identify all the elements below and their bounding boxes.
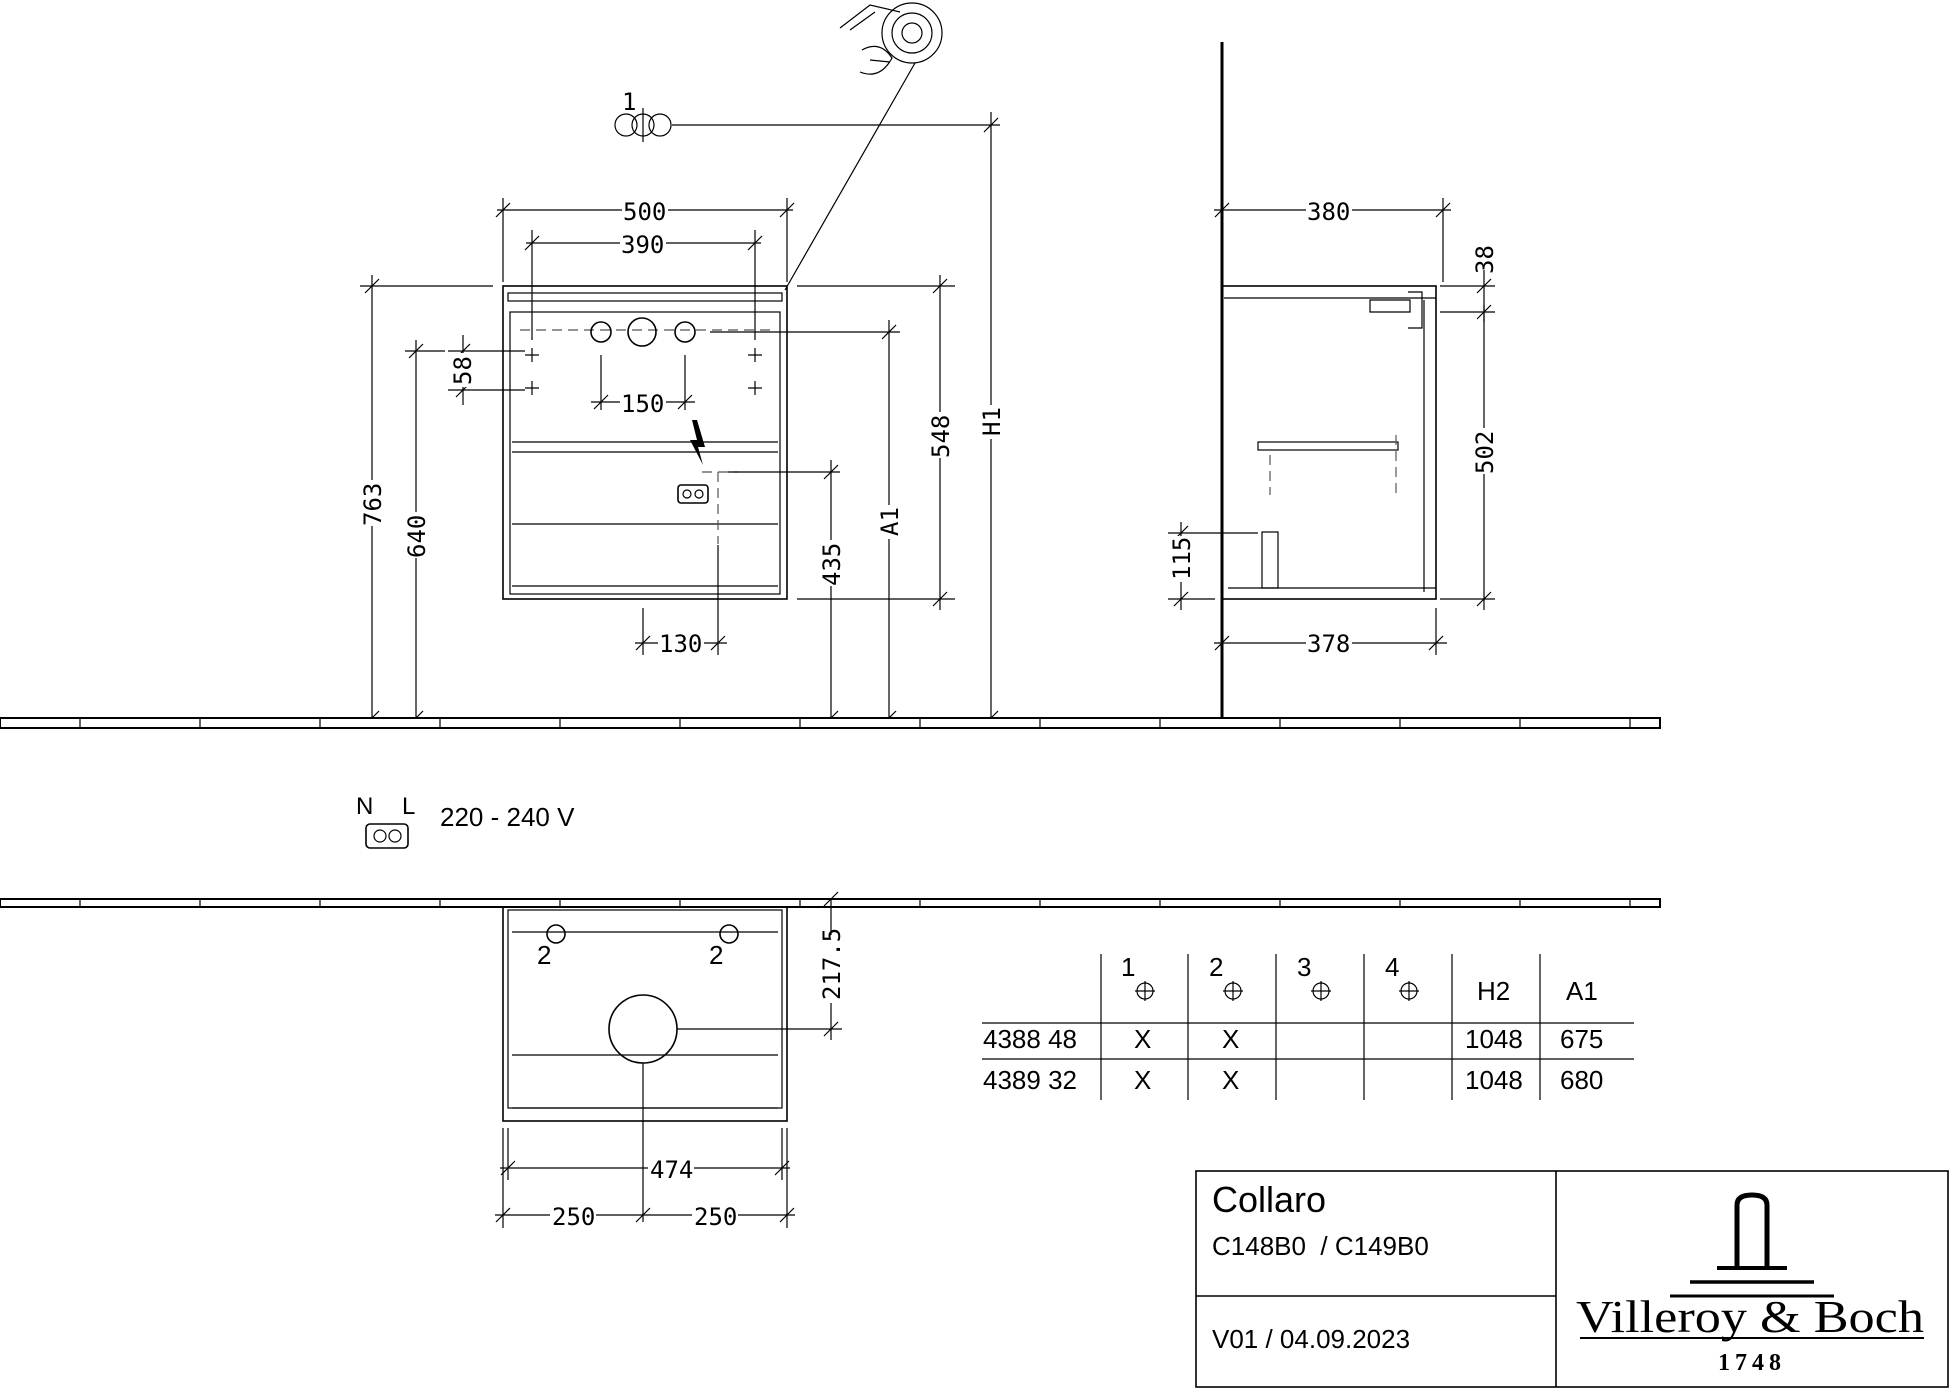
dim-548: 548 <box>797 275 955 610</box>
dim-763-label: 763 <box>359 483 387 526</box>
marker-1-symbol <box>614 108 672 142</box>
dim-130: 130 <box>635 545 727 658</box>
electrical-legend: N L 220 - 240 V <box>356 793 575 849</box>
tap-hole-center <box>627 317 657 347</box>
dim-115: 115 <box>1167 522 1258 610</box>
dim-217-5-label: 217.5 <box>818 928 846 1000</box>
top-view-cabinet <box>502 906 842 1222</box>
marker-2-left: 2 <box>537 940 551 970</box>
side-cabinet <box>1221 285 1437 600</box>
brand-logo-icon <box>1670 1192 1834 1298</box>
row-article: 4389 32 <box>983 1065 1077 1095</box>
product-name: Collaro <box>1212 1179 1326 1220</box>
dim-378-label: 378 <box>1307 630 1350 658</box>
dim-435: 435 <box>728 460 846 726</box>
row-col1: X <box>1134 1024 1151 1054</box>
row-col2: X <box>1222 1065 1239 1095</box>
marker-2-right: 2 <box>709 940 723 970</box>
table-row: 4388 48 X X 1048 675 <box>983 1024 1603 1054</box>
dim-380: 380 <box>1214 196 1451 282</box>
socket-icon <box>677 484 709 504</box>
variants-table: 1 2 3 4 H2 A1 4388 48 X X 1048 675 4389 … <box>982 952 1634 1100</box>
floor-line-upper <box>0 717 1661 729</box>
row-a1: 680 <box>1560 1065 1603 1095</box>
dim-250-right-label: 250 <box>694 1203 737 1231</box>
dim-150: 150 <box>591 355 695 418</box>
row-h2: 1048 <box>1465 1065 1523 1095</box>
row-article: 4388 48 <box>983 1024 1077 1054</box>
dim-378: 378 <box>1214 608 1447 658</box>
voltage-label: 220 - 240 V <box>440 802 575 832</box>
table-row: 4389 32 X X 1048 680 <box>983 1065 1603 1095</box>
n-label: N <box>356 793 373 820</box>
dim-58-label: 58 <box>449 356 477 385</box>
col-header-1: 1 <box>1121 952 1135 982</box>
dim-435-label: 435 <box>818 543 846 586</box>
dim-500-label: 500 <box>623 198 666 226</box>
dim-548-label: 548 <box>927 415 955 458</box>
dim-640-label: 640 <box>403 515 431 558</box>
col-header-a1: A1 <box>1566 976 1598 1006</box>
dim-390-label: 390 <box>621 231 664 259</box>
product-codes: C148B0 / C149B0 <box>1212 1231 1429 1261</box>
mount-hole-left <box>546 924 566 944</box>
l-label: L <box>402 793 415 820</box>
dim-763: 763 <box>358 275 493 726</box>
dim-502: 502 <box>1440 305 1499 610</box>
dim-250-250: 250 250 <box>495 1128 795 1231</box>
dim-h1: H1 <box>977 112 1006 726</box>
title-block: Collaro C148B0 / C149B0 V01 / 04.09.2023… <box>1195 1170 1949 1388</box>
col-header-2: 2 <box>1209 952 1223 982</box>
dim-380-label: 380 <box>1307 198 1350 226</box>
dim-250-left-label: 250 <box>552 1203 595 1231</box>
dim-217-5: 217.5 <box>817 891 846 1040</box>
col-header-4: 4 <box>1385 952 1399 982</box>
rotate-360-icon <box>839 2 943 75</box>
lightning-icon <box>690 420 705 465</box>
mount-hole-right <box>719 924 739 944</box>
front-cabinet <box>502 285 788 600</box>
dim-150-label: 150 <box>621 390 664 418</box>
dim-a1-label: A1 <box>876 507 904 536</box>
outlet-icon <box>365 823 409 849</box>
dim-h1-label: H1 <box>978 407 1006 436</box>
dim-38-label: 38 <box>1471 245 1499 274</box>
brand-year: 1748 <box>1718 1350 1786 1376</box>
col-header-3: 3 <box>1297 952 1311 982</box>
row-h2: 1048 <box>1465 1024 1523 1054</box>
row-col2: X <box>1222 1024 1239 1054</box>
dim-474-label: 474 <box>650 1156 693 1184</box>
dim-500: 500 <box>495 196 795 282</box>
version-date: V01 / 04.09.2023 <box>1212 1324 1410 1354</box>
col-header-h2: H2 <box>1477 976 1510 1006</box>
tap-hole-left <box>590 321 612 343</box>
dim-38: 38 <box>1440 245 1499 322</box>
dim-58: 58 <box>448 335 525 405</box>
row-col1: X <box>1134 1065 1151 1095</box>
dim-502-label: 502 <box>1471 431 1499 474</box>
dim-390: 390 <box>524 230 763 340</box>
dim-640: 640 <box>402 340 445 726</box>
floor-line-lower <box>0 898 1661 908</box>
header-hole-icons <box>1135 981 1419 1001</box>
dim-474: 474 <box>500 1128 790 1184</box>
marker-1-label: 1 <box>622 88 636 116</box>
tap-hole-right <box>674 321 696 343</box>
dim-130-label: 130 <box>659 630 702 658</box>
dim-a1: A1 <box>710 320 904 726</box>
drain-hole <box>608 994 678 1064</box>
brand-name: Villeroy & Boch <box>1576 1291 1924 1342</box>
row-a1: 675 <box>1560 1024 1603 1054</box>
dim-115-label: 115 <box>1168 537 1196 580</box>
